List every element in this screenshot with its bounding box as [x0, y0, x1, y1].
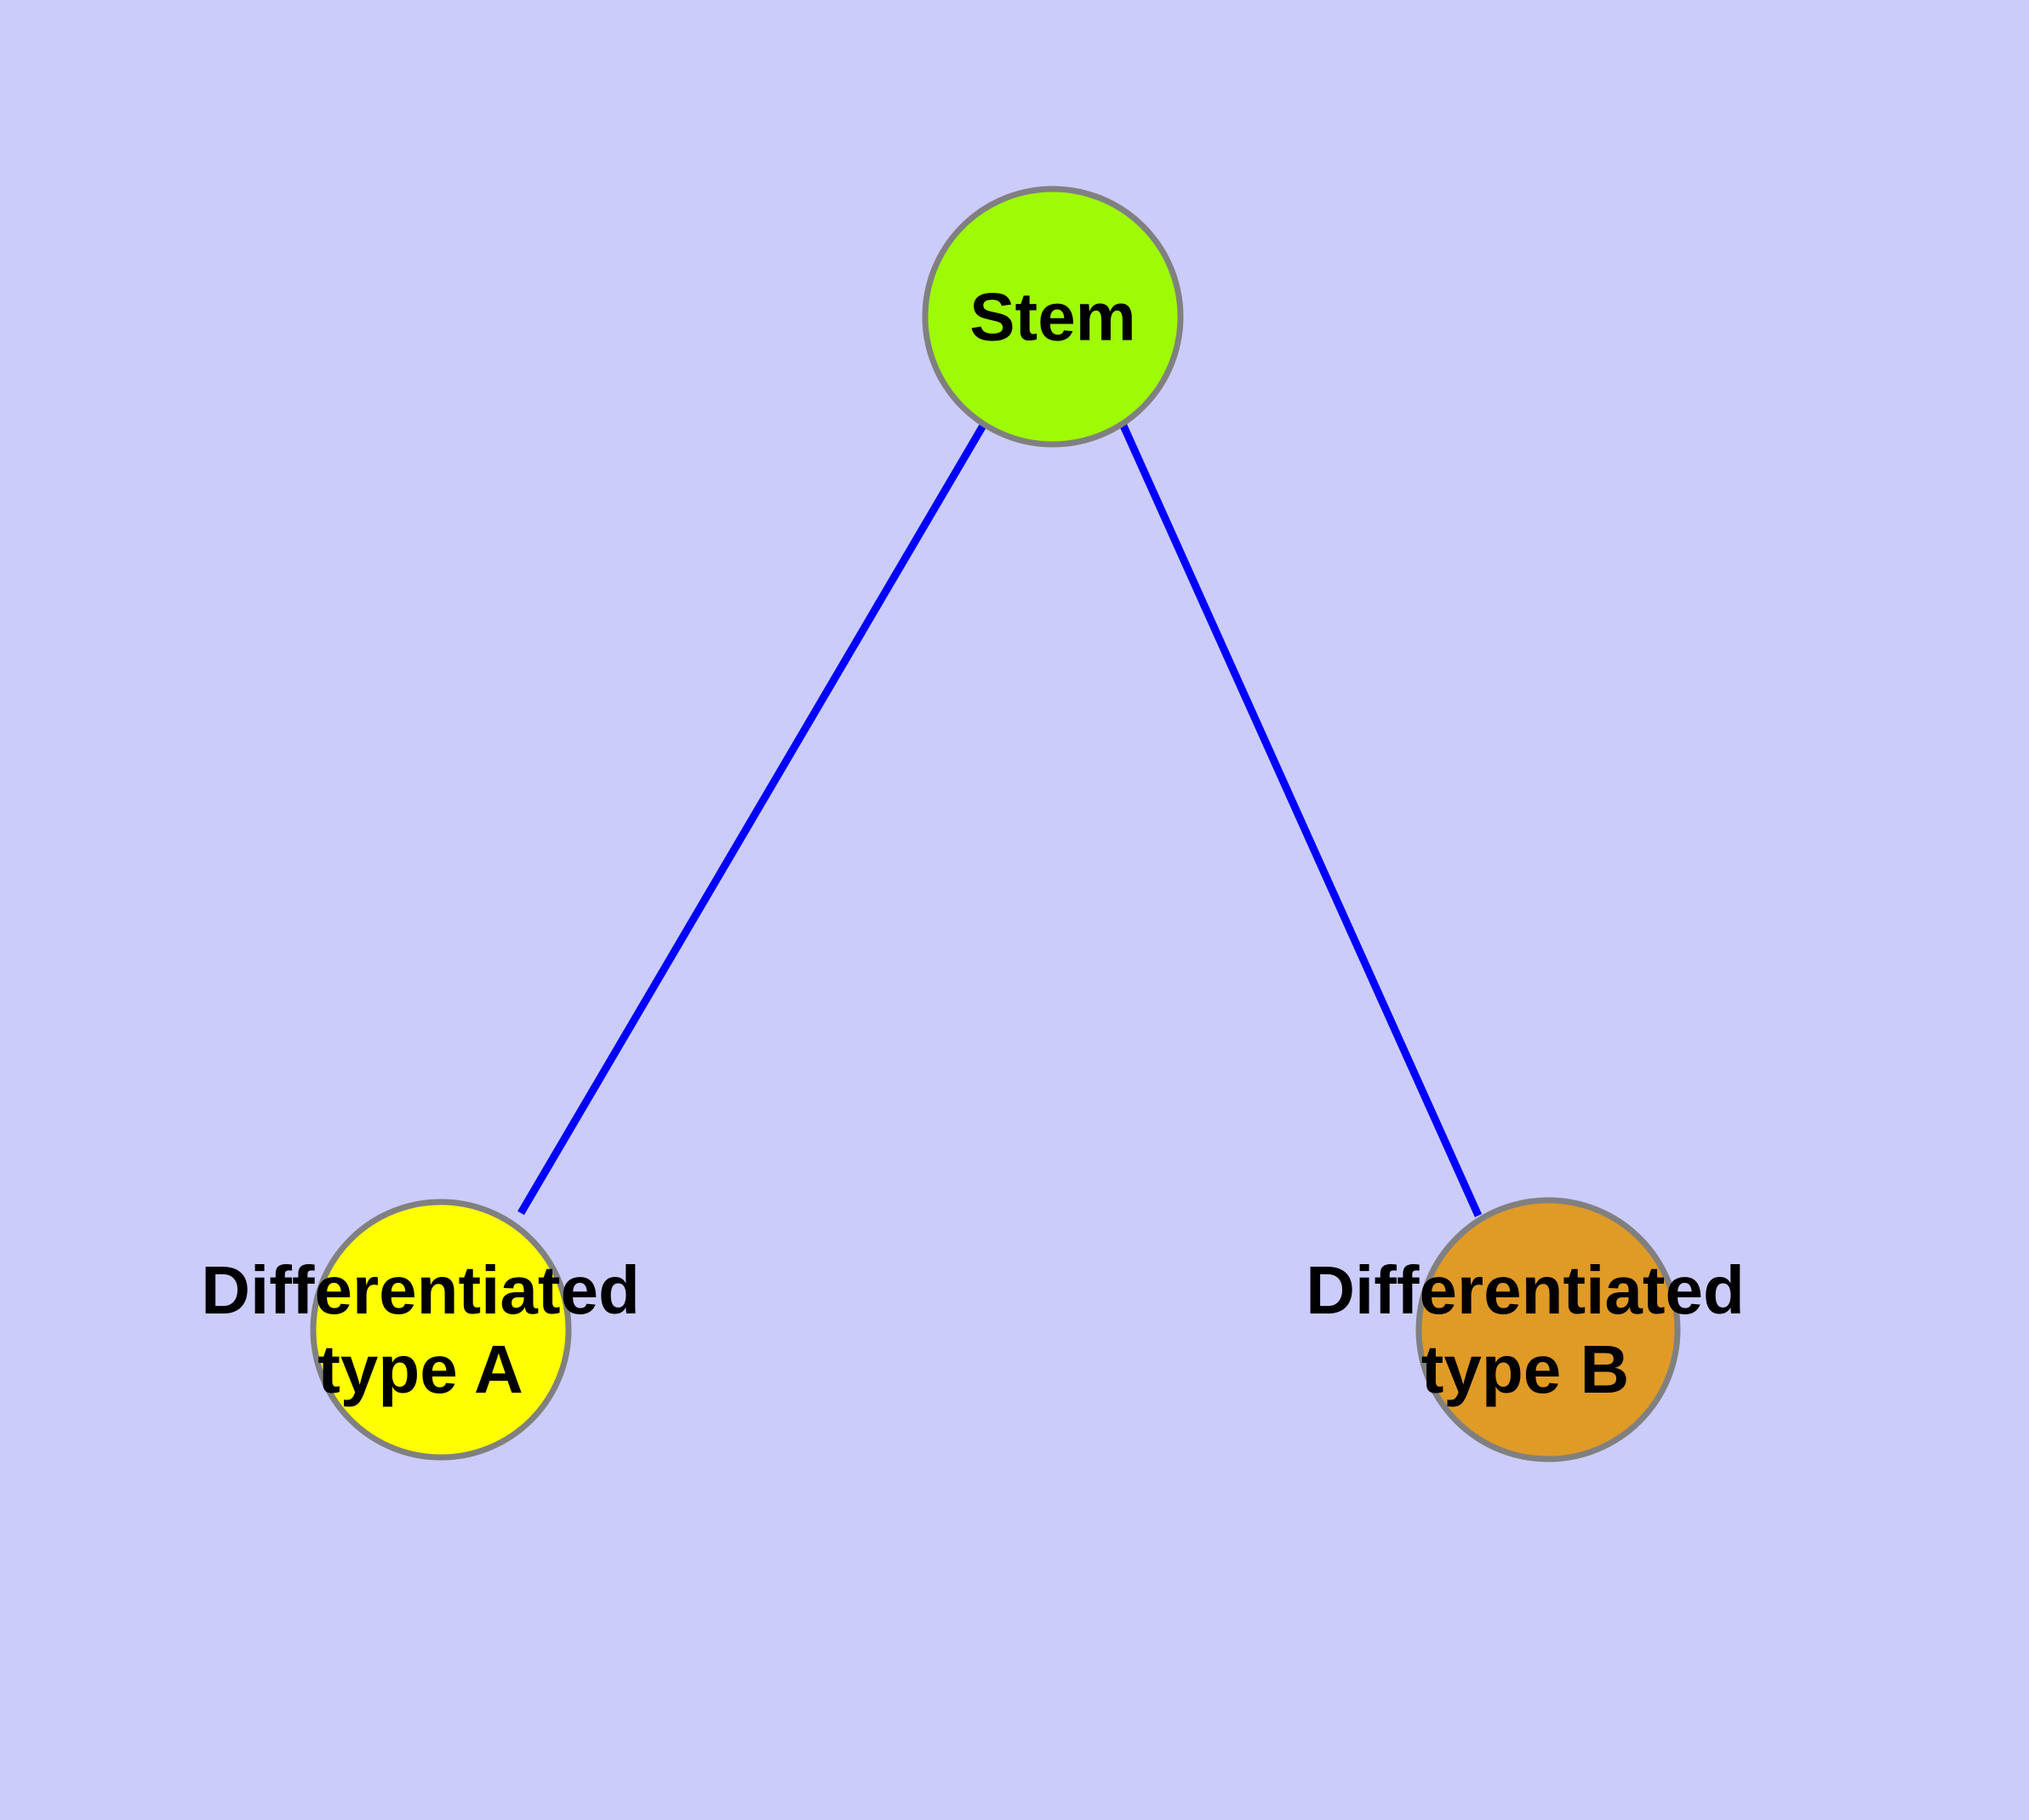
edge-stem-to-diff-a[interactable]: [517, 423, 986, 1216]
node-layer: [310, 186, 1681, 1462]
node-label-stem: Stem: [969, 279, 1136, 355]
edge-stem-to-diff-b[interactable]: [1119, 424, 1483, 1217]
edge-layer: [517, 423, 1483, 1217]
node-differentiated-type-b[interactable]: [1415, 1197, 1681, 1462]
node-stem[interactable]: [922, 186, 1184, 448]
node-differentiated-type-a[interactable]: [310, 1199, 572, 1461]
